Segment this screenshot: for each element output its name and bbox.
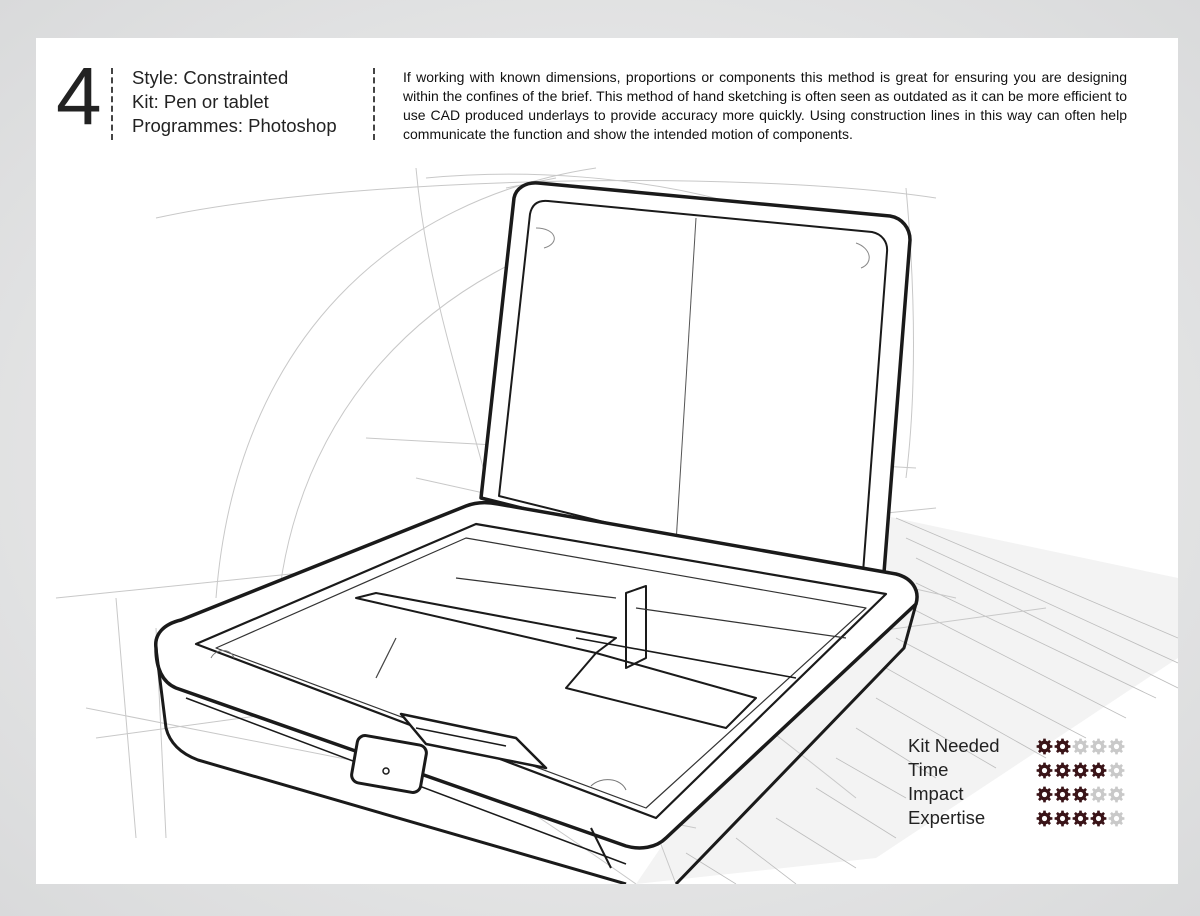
gear-filled-icon <box>1090 762 1107 778</box>
gear-filled-icon <box>1036 810 1053 826</box>
gear-empty-icon <box>1090 738 1107 754</box>
rating-label: Time <box>908 759 949 780</box>
gear-empty-icon <box>1108 762 1125 778</box>
gear-empty-icon <box>1090 786 1107 802</box>
header-divider <box>111 68 113 140</box>
gear-filled-icon <box>1036 762 1053 778</box>
gear-filled-icon <box>1036 786 1053 802</box>
kit-line: Kit: Pen or tablet <box>132 91 269 112</box>
rating-label: Impact <box>908 783 964 804</box>
style-line: Style: Constrainted <box>132 67 289 88</box>
gear-empty-icon <box>1108 810 1125 826</box>
rating-gears <box>1036 738 1125 755</box>
gear-empty-icon <box>1108 786 1125 802</box>
method-meta: Style: Constrainted Kit: Pen or tablet P… <box>132 66 337 138</box>
gear-filled-icon <box>1054 762 1071 778</box>
gear-empty-icon <box>1072 738 1089 754</box>
gear-filled-icon <box>1072 762 1089 778</box>
gear-filled-icon <box>1072 786 1089 802</box>
description-divider <box>373 68 375 140</box>
gear-filled-icon <box>1036 738 1053 754</box>
programmes-line: Programmes: Photoshop <box>132 115 337 136</box>
ratings-panel: Kit Needed Time Impact Expertise <box>908 734 1128 830</box>
method-description: If working with known dimensions, propor… <box>403 69 1127 142</box>
rating-gears <box>1036 786 1125 803</box>
rating-gears <box>1036 810 1125 827</box>
rating-row-time: Time <box>908 758 1128 782</box>
rating-label: Kit Needed <box>908 735 1000 756</box>
gear-filled-icon <box>1072 810 1089 826</box>
gear-filled-icon <box>1054 786 1071 802</box>
gear-empty-icon <box>1108 738 1125 754</box>
section-number: 4 <box>56 51 102 142</box>
case-base <box>154 500 919 884</box>
rating-row-kit-needed: Kit Needed <box>908 734 1128 758</box>
content-page: 4 Style: Constrainted Kit: Pen or tablet… <box>36 38 1178 884</box>
rating-row-impact: Impact <box>908 782 1128 806</box>
rating-row-expertise: Expertise <box>908 806 1128 830</box>
gear-filled-icon <box>1054 738 1071 754</box>
gear-filled-icon <box>1090 810 1107 826</box>
rating-label: Expertise <box>908 807 986 828</box>
open-case-sketch-icon <box>55 167 1178 884</box>
rating-gears <box>1036 762 1125 779</box>
gear-filled-icon <box>1054 810 1071 826</box>
case-lid <box>479 181 912 600</box>
